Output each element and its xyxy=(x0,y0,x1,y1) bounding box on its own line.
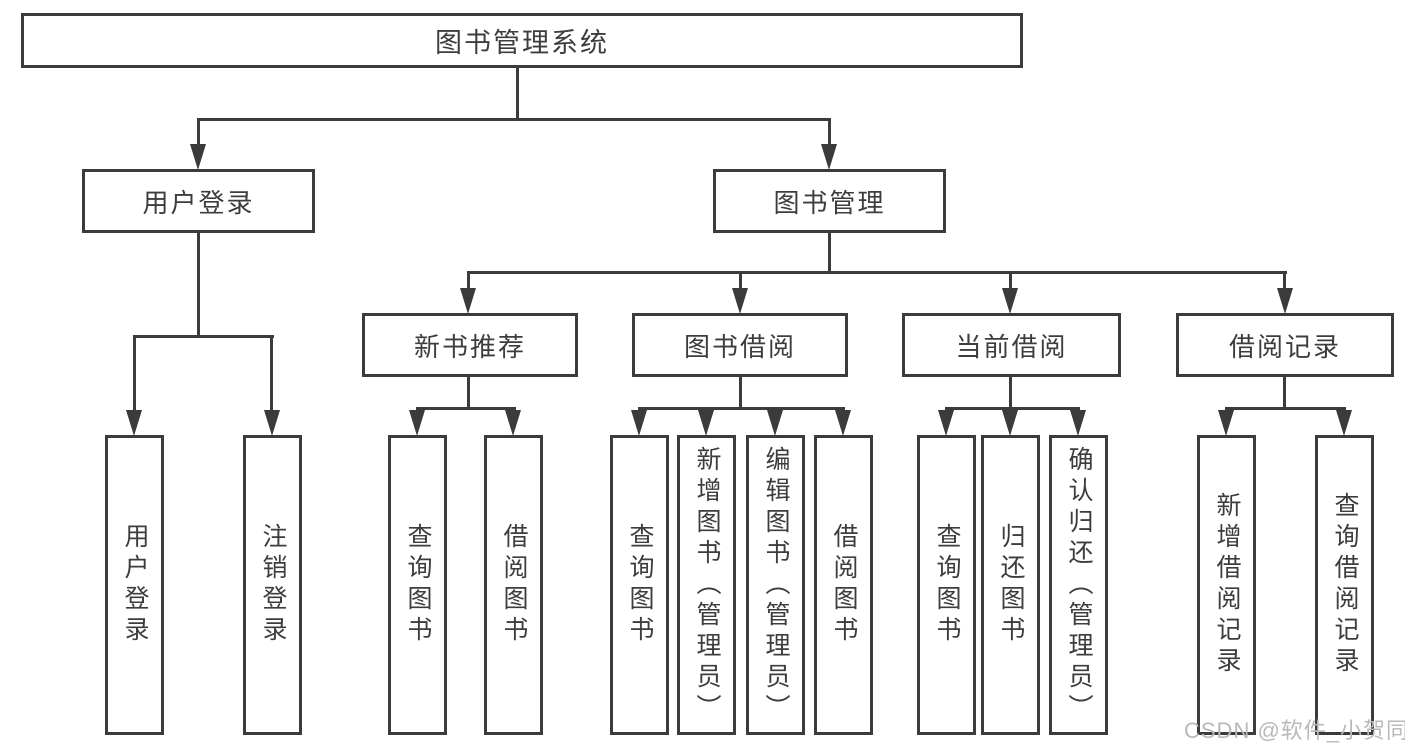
connector-level3-drop xyxy=(739,273,742,289)
arrowhead-down-icon xyxy=(1277,288,1293,314)
connector-user-login-stem xyxy=(197,233,200,337)
arrowhead-down-icon xyxy=(264,410,280,436)
leaf-add-books-admin-label: 新增图书（管理员） xyxy=(693,445,721,725)
arrowhead-down-icon xyxy=(767,410,783,436)
node-borrowing-records-label: 借阅记录 xyxy=(1228,331,1341,362)
leaf-borrow-books-1: 借阅图书 xyxy=(484,435,543,735)
leaf-query-books-2: 查询图书 xyxy=(610,435,669,735)
connector-level3-drop xyxy=(1283,273,1286,289)
connector-leaf-drop xyxy=(133,337,136,412)
leaf-borrow-books-1-label: 借阅图书 xyxy=(500,523,528,647)
leaf-return-books: 归还图书 xyxy=(981,435,1040,735)
connector-book-management-drop xyxy=(828,120,831,146)
connector-level3-branch xyxy=(467,271,1287,274)
connector-level3-drop xyxy=(1009,273,1012,289)
connector-borrowing-records-stem xyxy=(1283,377,1286,408)
leaf-logout-label: 注销登录 xyxy=(259,523,287,647)
leaf-user-login: 用户登录 xyxy=(105,435,164,735)
leaf-confirm-return-admin: 确认归还（管理员） xyxy=(1049,435,1108,735)
connector-root-stem xyxy=(516,68,519,120)
arrowhead-down-icon xyxy=(190,144,206,170)
leaf-return-books-label: 归还图书 xyxy=(997,523,1025,647)
connector-level2-branch xyxy=(197,118,831,121)
leaf-query-books-3: 查询图书 xyxy=(917,435,976,735)
connector-user-login-drop xyxy=(197,120,200,146)
leaf-edit-books-admin-label: 编辑图书（管理员） xyxy=(762,445,790,725)
leaf-add-borrow-record-label: 新增借阅记录 xyxy=(1213,492,1241,678)
leaf-confirm-return-admin-label: 确认归还（管理员） xyxy=(1065,445,1093,725)
arrowhead-down-icon xyxy=(409,410,425,436)
arrowhead-down-icon xyxy=(505,410,521,436)
node-root: 图书管理系统 xyxy=(21,13,1023,68)
connector-borrowing-records-child-branch xyxy=(1225,407,1346,410)
connector-new-book-stem xyxy=(467,377,470,408)
node-current-borrowing-label: 当前借阅 xyxy=(955,331,1068,362)
leaf-add-books-admin: 新增图书（管理员） xyxy=(677,435,736,735)
watermark: CSDN @软件_小贺同学 xyxy=(1184,718,1405,743)
connector-user-login-child-branch xyxy=(133,335,274,338)
node-book-borrowing-label: 图书借阅 xyxy=(683,331,796,362)
arrowhead-down-icon xyxy=(821,144,837,170)
leaf-user-login-label: 用户登录 xyxy=(121,523,149,647)
arrowhead-down-icon xyxy=(732,288,748,314)
node-user-login-label: 用户登录 xyxy=(142,187,255,218)
leaf-borrow-books-2: 借阅图书 xyxy=(814,435,873,735)
arrowhead-down-icon xyxy=(126,410,142,436)
arrowhead-down-icon xyxy=(631,410,647,436)
node-book-borrowing: 图书借阅 xyxy=(632,313,848,377)
connector-level3-drop xyxy=(467,273,470,289)
connector-book-borrowing-child-branch xyxy=(638,407,845,410)
connector-current-borrowing-stem xyxy=(1009,377,1012,408)
leaf-query-borrow-record: 查询借阅记录 xyxy=(1315,435,1374,735)
node-new-book-recommend-label: 新书推荐 xyxy=(413,331,526,362)
arrowhead-down-icon xyxy=(835,410,851,436)
leaf-query-books-2-label: 查询图书 xyxy=(626,523,654,647)
node-book-management: 图书管理 xyxy=(713,169,946,233)
node-root-label: 图书管理系统 xyxy=(435,28,609,58)
arrowhead-down-icon xyxy=(1218,410,1234,436)
leaf-borrow-books-2-label: 借阅图书 xyxy=(830,523,858,647)
leaf-query-books-1-label: 查询图书 xyxy=(404,523,432,647)
arrowhead-down-icon xyxy=(698,410,714,436)
arrowhead-down-icon xyxy=(938,410,954,436)
leaf-logout: 注销登录 xyxy=(243,435,302,735)
leaf-add-borrow-record: 新增借阅记录 xyxy=(1197,435,1256,735)
leaf-query-books-3-label: 查询图书 xyxy=(933,523,961,647)
connector-new-book-child-branch xyxy=(416,407,516,410)
connector-book-management-stem xyxy=(828,233,831,273)
connector-book-borrowing-stem xyxy=(739,377,742,408)
node-book-management-label: 图书管理 xyxy=(773,187,886,218)
arrowhead-down-icon xyxy=(460,288,476,314)
arrowhead-down-icon xyxy=(1002,288,1018,314)
connector-leaf-drop xyxy=(270,337,273,412)
leaf-edit-books-admin: 编辑图书（管理员） xyxy=(746,435,805,735)
connector-current-borrowing-child-branch xyxy=(945,407,1080,410)
arrowhead-down-icon xyxy=(1002,410,1018,436)
node-new-book-recommend: 新书推荐 xyxy=(362,313,578,377)
node-user-login: 用户登录 xyxy=(82,169,315,233)
leaf-query-borrow-record-label: 查询借阅记录 xyxy=(1331,492,1359,678)
arrowhead-down-icon xyxy=(1070,410,1086,436)
node-current-borrowing: 当前借阅 xyxy=(902,313,1121,377)
arrowhead-down-icon xyxy=(1336,410,1352,436)
leaf-query-books-1: 查询图书 xyxy=(388,435,447,735)
node-borrowing-records: 借阅记录 xyxy=(1176,313,1394,377)
